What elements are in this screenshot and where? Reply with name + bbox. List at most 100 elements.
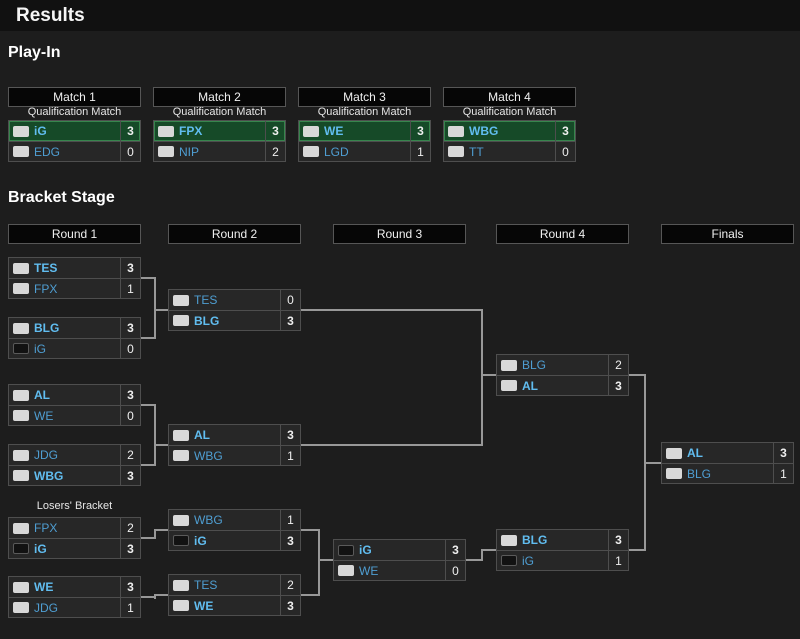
team-logo-icon[interactable] — [158, 146, 174, 157]
team-name[interactable]: iG — [34, 341, 46, 356]
team-name[interactable]: WE — [34, 580, 54, 594]
team-logo-icon[interactable] — [338, 565, 354, 576]
team-name[interactable]: NIP — [179, 144, 200, 159]
connector-line — [301, 309, 483, 311]
bracket-match-r3m1: iG 3 WE 0 — [333, 539, 466, 581]
team-name[interactable]: iG — [34, 124, 47, 138]
team-logo-icon[interactable] — [13, 343, 29, 354]
team-logo-icon[interactable] — [303, 125, 319, 137]
team-logo-icon[interactable] — [173, 579, 189, 591]
team-logo-icon[interactable] — [13, 125, 29, 137]
team-name[interactable]: WBG — [194, 448, 223, 463]
team-logo-icon[interactable] — [448, 125, 464, 137]
team-logo-icon[interactable] — [666, 468, 682, 479]
team-logo-icon[interactable] — [501, 380, 517, 391]
team-name[interactable]: TES — [194, 293, 218, 307]
team-logo-icon[interactable] — [13, 581, 29, 593]
team-name[interactable]: LGD — [324, 144, 349, 159]
team-logo-icon[interactable] — [13, 449, 29, 461]
team-name[interactable]: FPX — [34, 281, 58, 296]
team-name[interactable]: WBG — [194, 513, 223, 527]
team-name[interactable]: BLG — [194, 313, 220, 328]
connector-line — [481, 374, 496, 376]
match-row: WBG 1 — [169, 445, 300, 465]
team-name[interactable]: iG — [522, 553, 534, 568]
team-logo-icon[interactable] — [173, 600, 189, 611]
team-name[interactable]: iG — [34, 541, 47, 556]
team-score: 3 — [773, 443, 793, 463]
team-logo-icon[interactable] — [13, 262, 29, 274]
match-row: NIP 2 — [154, 141, 285, 161]
team-name[interactable]: WE — [324, 124, 344, 138]
team-score: 3 — [120, 466, 140, 485]
match-row: AL 3 — [9, 385, 140, 405]
team-name[interactable]: WE — [34, 408, 54, 423]
bracket-match-r4m2: BLG 3 iG 1 — [496, 529, 629, 571]
team-name[interactable]: WE — [194, 598, 214, 613]
team-logo-icon[interactable] — [173, 514, 189, 526]
team-logo-icon[interactable] — [13, 389, 29, 401]
team-logo-icon[interactable] — [448, 146, 464, 157]
team-name[interactable]: iG — [359, 543, 372, 557]
team-logo-icon[interactable] — [303, 146, 319, 157]
team-name[interactable]: BLG — [687, 466, 712, 481]
team-name[interactable]: WE — [359, 563, 379, 578]
team-name[interactable]: JDG — [34, 600, 58, 615]
team-name[interactable]: WBG — [469, 124, 499, 138]
team-name[interactable]: AL — [34, 388, 50, 402]
team-logo-icon[interactable] — [13, 470, 29, 481]
team-logo-icon[interactable] — [501, 359, 517, 371]
team-logo-icon[interactable] — [13, 283, 29, 294]
team-score: 3 — [280, 531, 300, 550]
qualification-label: Qualification Match — [462, 106, 557, 118]
team-score: 0 — [120, 406, 140, 425]
team-logo-icon[interactable] — [501, 534, 517, 546]
team-logo-icon[interactable] — [173, 535, 189, 546]
team-score: 2 — [120, 518, 140, 538]
match-row: TES 2 — [169, 575, 300, 595]
team-name[interactable]: FPX — [34, 521, 58, 535]
losers-bracket-label: Losers' Bracket — [36, 500, 113, 512]
team-name[interactable]: AL — [522, 378, 538, 393]
team-logo-icon[interactable] — [13, 602, 29, 613]
team-name[interactable]: TES — [34, 261, 58, 275]
team-name[interactable]: iG — [194, 533, 207, 548]
team-logo-icon[interactable] — [13, 410, 29, 421]
connector-line — [154, 309, 168, 311]
team-logo-icon[interactable] — [338, 544, 354, 556]
team-logo-icon[interactable] — [173, 315, 189, 326]
finals-header: Finals — [661, 224, 794, 244]
team-name[interactable]: BLG — [522, 358, 547, 372]
team-name[interactable]: AL — [687, 446, 703, 460]
team-logo-icon[interactable] — [173, 450, 189, 461]
connector-line — [154, 594, 168, 596]
bracket-match-lb2: WE 3 JDG 1 — [8, 576, 141, 618]
team-score: 3 — [120, 385, 140, 405]
team-score: 0 — [120, 339, 140, 358]
connector-line — [141, 596, 156, 598]
team-logo-icon[interactable] — [13, 146, 29, 157]
connector-line — [141, 537, 156, 539]
team-name[interactable]: BLG — [522, 533, 548, 547]
team-logo-icon[interactable] — [173, 429, 189, 441]
team-logo-icon[interactable] — [13, 543, 29, 554]
team-name[interactable]: TT — [469, 144, 484, 159]
team-name[interactable]: AL — [194, 428, 210, 442]
connector-line — [644, 462, 661, 464]
team-name[interactable]: WBG — [34, 468, 64, 483]
team-logo-icon[interactable] — [501, 555, 517, 566]
team-logo-icon[interactable] — [173, 294, 189, 306]
match-row: BLG 3 — [9, 318, 140, 338]
team-name[interactable]: TES — [194, 578, 218, 592]
team-logo-icon[interactable] — [13, 522, 29, 534]
bracket-match-finals: AL 3 BLG 1 — [661, 442, 794, 484]
match-row: iG 3 — [334, 540, 465, 560]
team-logo-icon[interactable] — [666, 447, 682, 459]
team-name[interactable]: JDG — [34, 448, 58, 462]
team-logo-icon[interactable] — [158, 125, 174, 137]
team-name[interactable]: FPX — [179, 124, 203, 138]
team-logo-icon[interactable] — [13, 322, 29, 334]
team-name[interactable]: BLG — [34, 321, 60, 335]
team-name[interactable]: EDG — [34, 144, 61, 159]
bracket-match-r1m1: TES 3 FPX 1 — [8, 257, 141, 299]
